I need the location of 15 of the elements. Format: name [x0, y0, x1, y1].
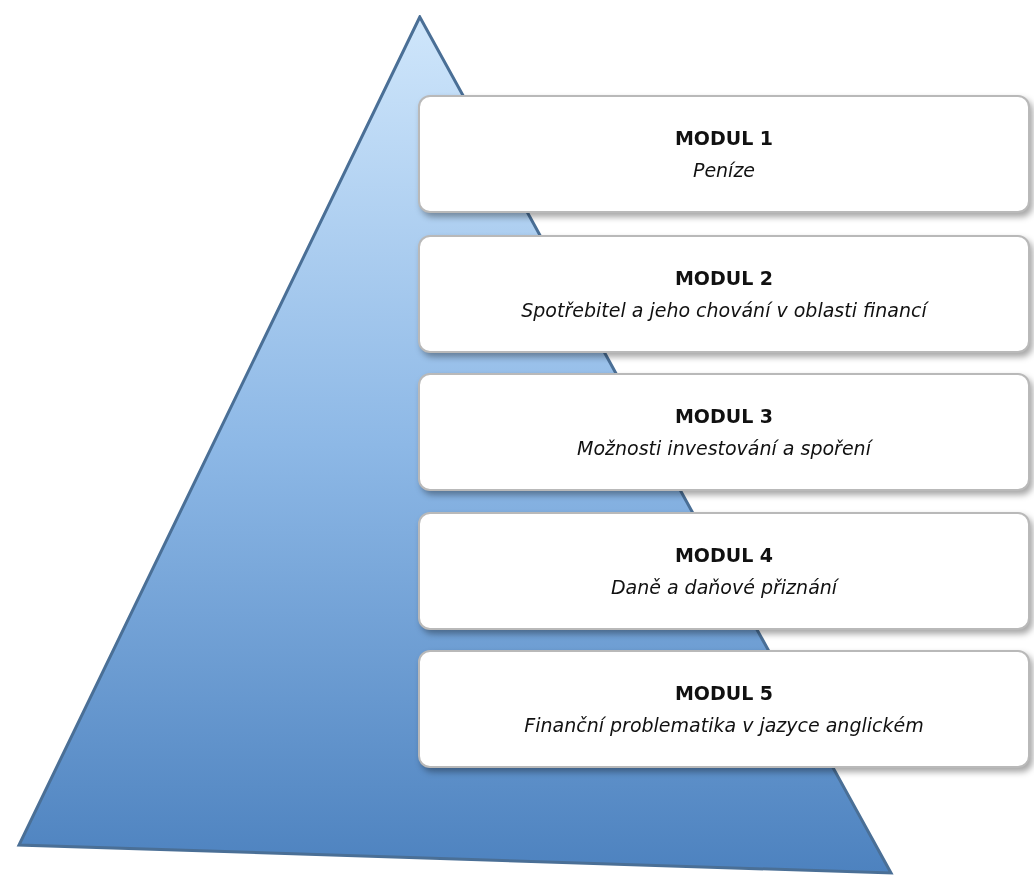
module-heading: MODUL 2: [674, 267, 774, 289]
module-card: [418, 235, 1030, 353]
module-card: [418, 373, 1030, 491]
module-heading: MODUL 5: [674, 682, 774, 704]
module-title: Daně a daňové přiznání: [610, 576, 838, 598]
module-card: [418, 95, 1030, 213]
module-card: [418, 650, 1030, 768]
module-title: Spotřebitel a jeho chování v oblasti financí: [521, 299, 927, 321]
module-title: Finanční problematika v jazyce anglickém: [524, 714, 924, 736]
module-heading: MODUL 4: [674, 544, 774, 566]
module-title: Možnosti investování a spoření: [577, 437, 871, 459]
module-heading: MODUL 1: [674, 127, 774, 149]
module-heading: MODUL 3: [674, 405, 774, 427]
module-title: Peníze: [692, 159, 756, 181]
module-card: [418, 512, 1030, 630]
